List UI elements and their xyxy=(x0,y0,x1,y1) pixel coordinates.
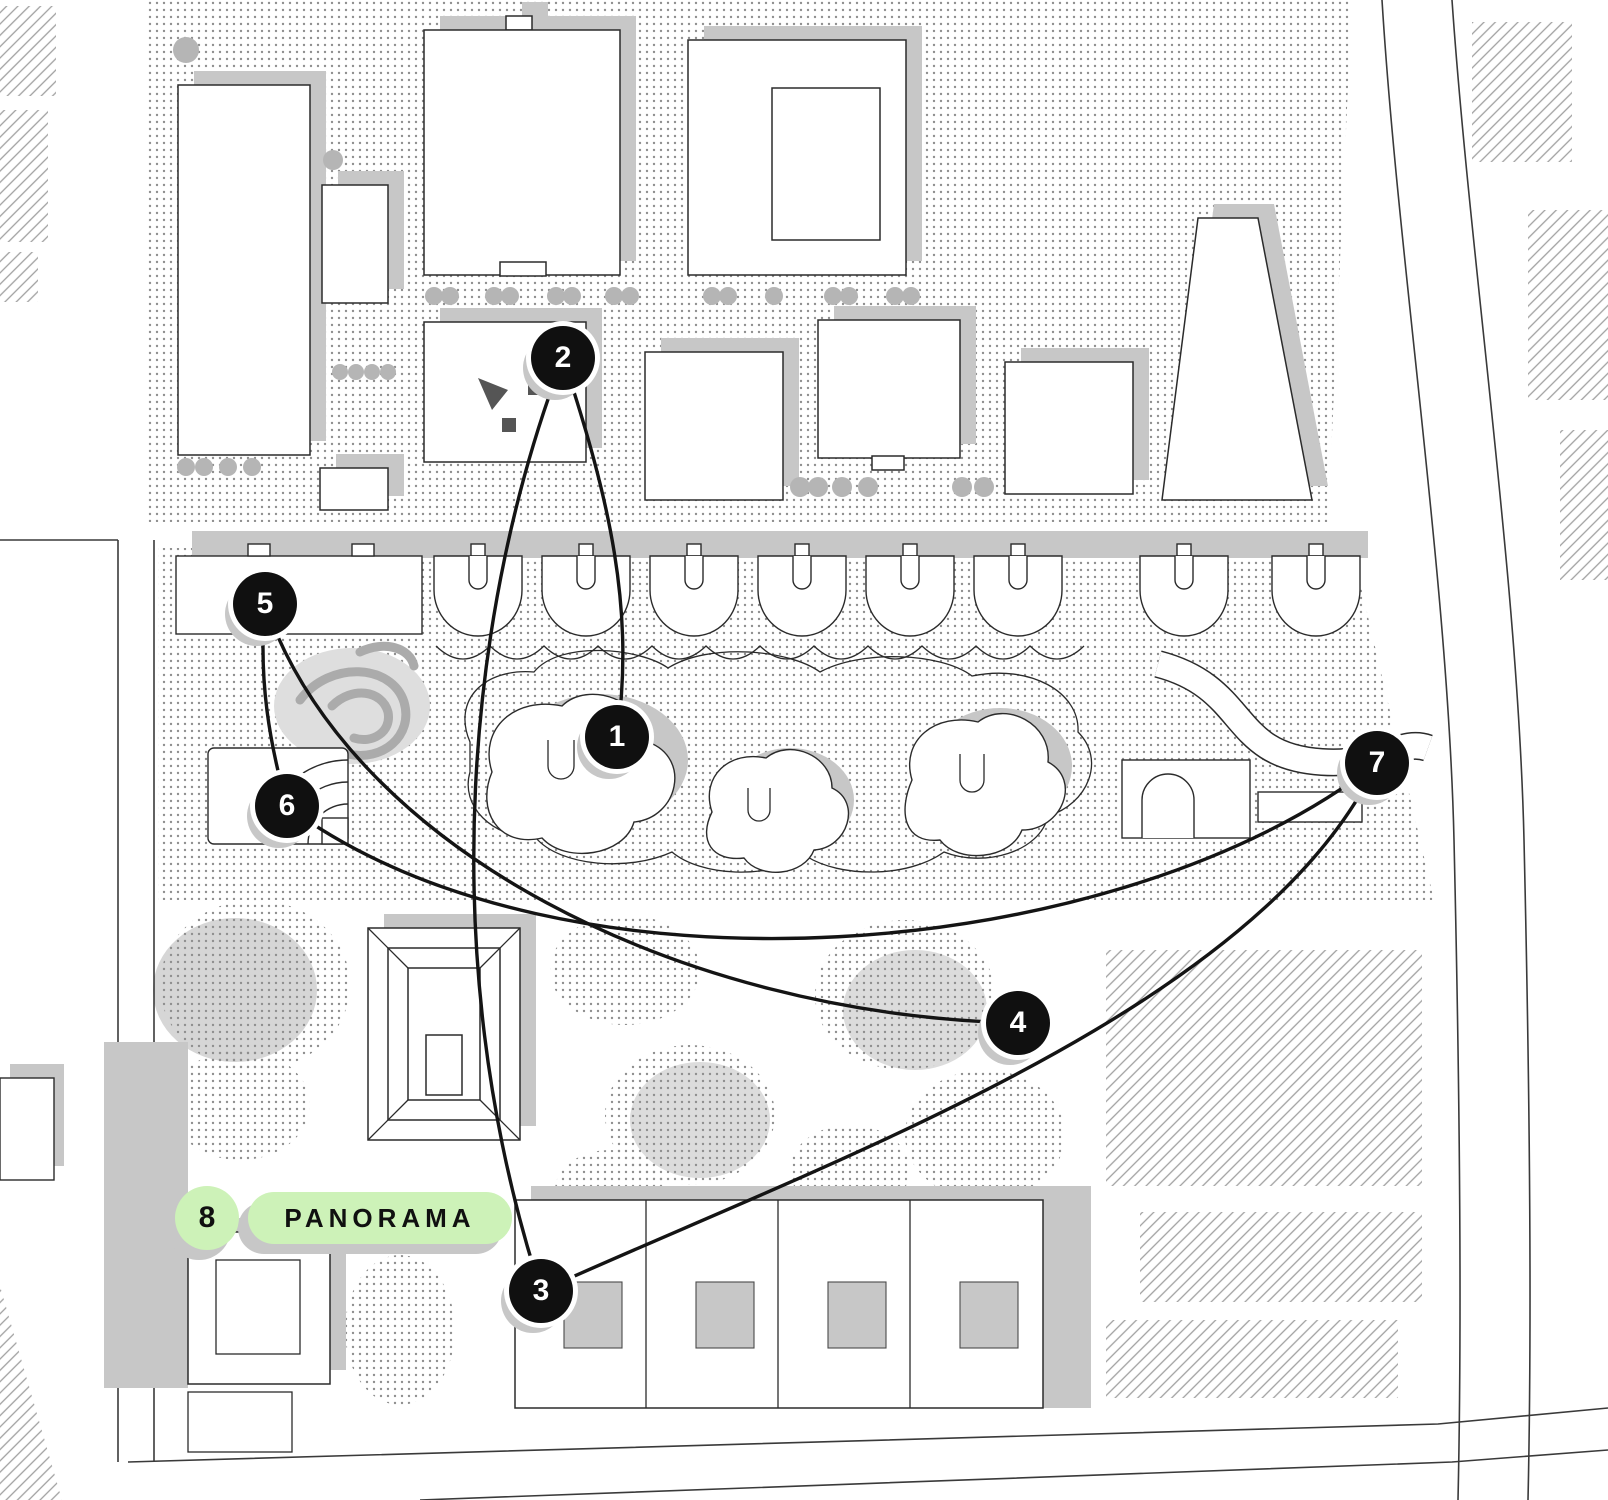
map-marker-2[interactable]: 2 xyxy=(531,326,595,390)
map-marker-4[interactable]: 4 xyxy=(986,991,1050,1055)
courtyard-detail-glyphs xyxy=(478,378,539,432)
route-2-1 xyxy=(561,356,625,739)
map-marker-3-label: 3 xyxy=(532,1274,550,1307)
panorama-label-text: PANORAMA xyxy=(284,1202,476,1233)
map-marker-6-label: 6 xyxy=(278,789,296,822)
garden-swirls xyxy=(295,641,419,760)
map-marker-4-label: 4 xyxy=(1009,1006,1027,1039)
map-marker-8-label: 8 xyxy=(198,1201,216,1234)
route-6-7 xyxy=(285,761,1379,941)
map-marker-2-label: 2 xyxy=(554,341,572,374)
housing-complex xyxy=(514,1186,1091,1409)
map-marker-5-label: 5 xyxy=(256,587,274,620)
map-marker-1-label: 1 xyxy=(608,720,626,753)
map-marker-1[interactable]: 1 xyxy=(585,705,649,769)
lawn-outline xyxy=(464,649,1093,873)
garden-swirl-area xyxy=(274,648,430,764)
west-shadow-band xyxy=(104,1042,188,1388)
route-5-4 xyxy=(263,602,1020,1025)
route-7-3 xyxy=(539,761,1379,1293)
top-block-buildings xyxy=(173,2,1328,511)
map-marker-7[interactable]: 7 xyxy=(1345,731,1409,795)
map-marker-5[interactable]: 5 xyxy=(233,572,297,636)
pyramid-building xyxy=(367,914,536,1141)
map-marker-7-label: 7 xyxy=(1368,746,1386,779)
street-trees xyxy=(173,37,994,497)
panorama-label-pill[interactable]: PANORAMA xyxy=(248,1192,512,1244)
far-left-building xyxy=(0,1064,64,1181)
map-marker-8[interactable]: 8 xyxy=(175,1186,239,1250)
scalloped-canopy xyxy=(435,645,1085,660)
map-marker-3[interactable]: 3 xyxy=(509,1259,573,1323)
rowhouse-strip xyxy=(175,531,1368,660)
route-2-3 xyxy=(472,356,565,1293)
bottom-block-buildings xyxy=(0,914,1091,1453)
map-marker-6[interactable]: 6 xyxy=(255,774,319,838)
